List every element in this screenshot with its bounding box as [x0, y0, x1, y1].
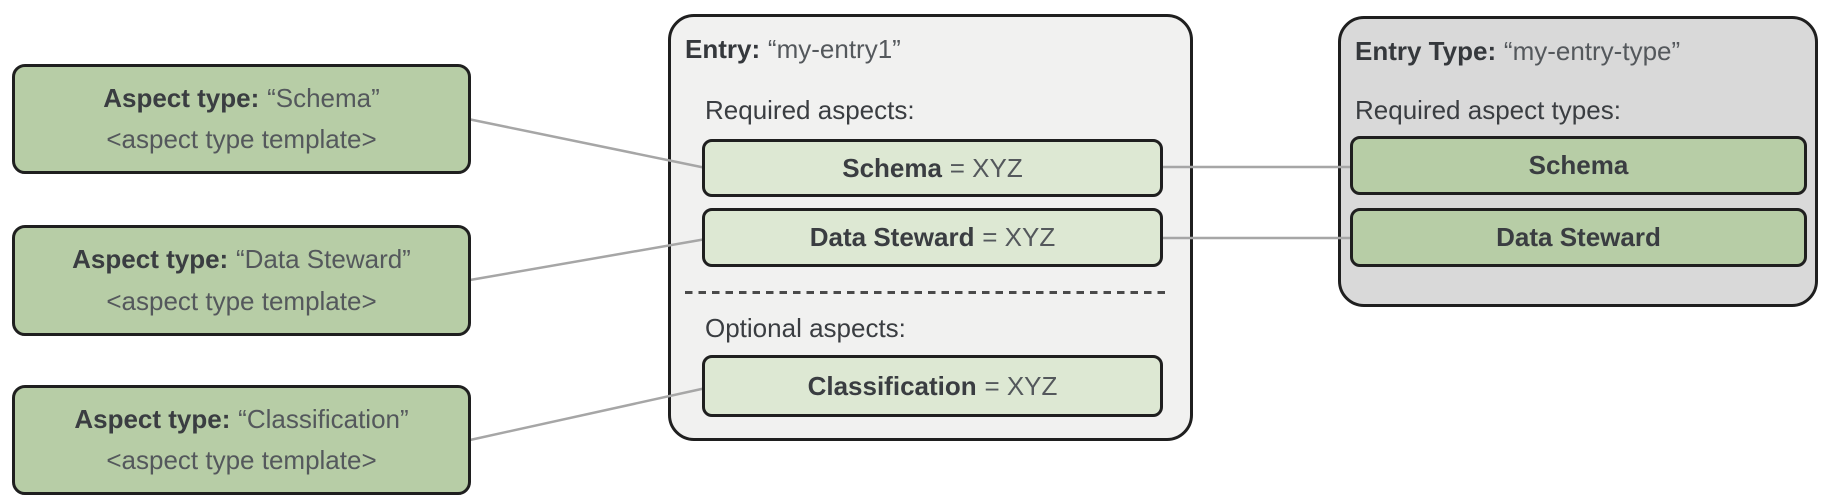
entry-type-label: Entry Type: — [1355, 36, 1497, 66]
aspect-type-name: “Classification” — [238, 403, 409, 434]
aspect-type-box-data-steward: Aspect type:“Data Steward” <aspect type … — [12, 225, 471, 336]
entry-label: Entry: — [685, 34, 761, 64]
entry-type-aspect-name: Schema — [1528, 150, 1629, 180]
aspect-type-box-schema: Aspect type:“Schema” <aspect type templa… — [12, 64, 471, 174]
entry-aspect-name: Schema — [842, 152, 942, 183]
entry-type-title: Entry Type:“my-entry-type” — [1355, 36, 1680, 66]
aspect-type-title: Aspect type:“Data Steward” — [72, 244, 411, 275]
aspect-type-label: Aspect type: — [72, 244, 229, 274]
entry-type-aspect-data-steward: Data Steward — [1350, 208, 1807, 267]
entry-name: “my-entry1” — [767, 34, 901, 64]
entry-aspect-schema: Schema= XYZ — [702, 139, 1163, 197]
entry-aspect-name: Data Steward — [809, 222, 975, 252]
entry-aspect-value: = XYZ — [982, 222, 1056, 252]
aspect-type-title: Aspect type:“Schema” — [103, 83, 380, 114]
aspect-type-template: <aspect type template> — [106, 124, 377, 155]
aspect-type-box-classification: Aspect type:“Classification” <aspect typ… — [12, 385, 471, 495]
required-aspect-types-heading: Required aspect types: — [1355, 95, 1621, 125]
aspect-type-title: Aspect type:“Classification” — [74, 404, 408, 435]
entry-type-aspect-name: Data Steward — [1496, 222, 1661, 252]
optional-aspects-heading: Optional aspects: — [705, 313, 906, 343]
aspect-type-label: Aspect type: — [74, 403, 231, 434]
aspect-type-label: Aspect type: — [103, 82, 260, 113]
entry-title: Entry:“my-entry1” — [685, 34, 901, 64]
required-aspects-heading: Required aspects: — [705, 95, 915, 125]
entry-aspect-data-steward: Data Steward= XYZ — [702, 208, 1163, 267]
aspect-type-template: <aspect type template> — [106, 445, 377, 476]
aspect-type-name: “Data Steward” — [236, 244, 411, 274]
entry-type-name: “my-entry-type” — [1503, 36, 1681, 66]
required-optional-divider — [685, 291, 1165, 294]
entry-aspect-classification: Classification= XYZ — [702, 355, 1163, 417]
entry-aspect-name: Classification — [807, 370, 977, 401]
aspect-type-template: <aspect type template> — [106, 286, 377, 316]
entry-aspect-value: = XYZ — [984, 370, 1058, 401]
aspect-type-name: “Schema” — [267, 82, 380, 113]
entry-type-aspect-schema: Schema — [1350, 136, 1807, 195]
entry-aspect-value: = XYZ — [949, 152, 1023, 183]
